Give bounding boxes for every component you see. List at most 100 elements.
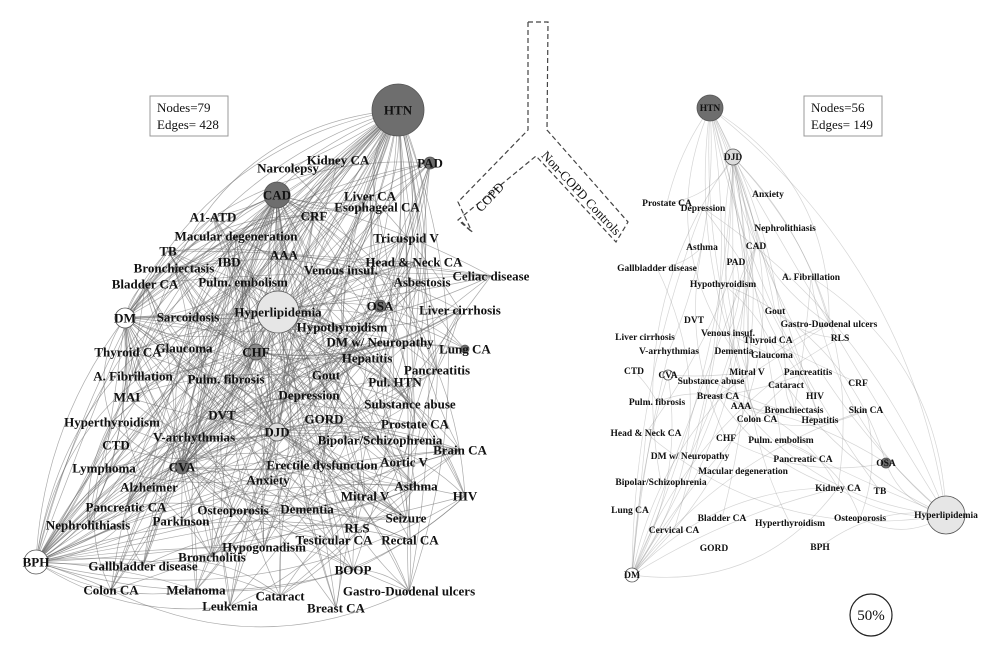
left_network-node-label: Pulm. embolism <box>198 275 288 290</box>
left_network-edge <box>87 396 128 526</box>
left_network-edge <box>306 357 368 510</box>
left_network-node-label: AAA <box>270 248 299 263</box>
left_network-edge <box>212 161 431 218</box>
right_network-edge <box>756 409 867 426</box>
left_network-edge <box>173 109 399 269</box>
left_network-node-label: Rectal CA <box>381 533 439 548</box>
left_network-node: Testicular CA <box>296 533 374 548</box>
right_network-edge <box>780 439 861 519</box>
right_network-edge <box>721 156 749 519</box>
right_network-node: DVT <box>684 316 705 326</box>
right_network-edge <box>631 374 673 576</box>
left_network-edge <box>228 258 342 271</box>
left_network-edge <box>144 283 234 511</box>
left_network-edge <box>220 351 257 511</box>
left_network-node: Prostate CA <box>381 417 450 432</box>
left_network-edge <box>167 250 207 468</box>
left_network-node-label: Osteoporosis <box>197 503 268 518</box>
right_network-node-label: CVA <box>658 371 677 381</box>
left_network-node-label: Kidney CA <box>307 153 370 168</box>
left_network-edge <box>212 216 381 441</box>
right_network-node-label: Bipolar/Schizophrenia <box>615 478 706 488</box>
left_network-edge <box>255 351 417 487</box>
left_network-edge <box>379 341 405 463</box>
left_network-node-label: Glaucoma <box>155 341 213 356</box>
left_network-node-label: DJD <box>264 425 289 440</box>
right_network-edge <box>631 156 734 576</box>
left_network-edge <box>403 309 461 463</box>
left_network-node: OSA <box>367 299 394 314</box>
left_network-node: Pulm. embolism <box>198 275 288 290</box>
left_network-node: Pancreatic CA <box>86 500 168 515</box>
left_network-edge <box>277 309 466 350</box>
right_network-edge <box>859 409 873 519</box>
right_network-node-label: DJD <box>724 153 743 163</box>
left_network-edge <box>124 275 492 332</box>
copd-node-count: Nodes=79 <box>157 100 211 115</box>
left_network-edge <box>283 254 461 311</box>
left_network-node: Hyperlipidemia <box>234 290 322 334</box>
left_network-node: TB <box>159 244 177 259</box>
left_network-node: Kidney CA <box>307 153 370 168</box>
left_network-node: Melanoma <box>166 583 226 598</box>
left_network-edge <box>277 311 417 487</box>
left_network-node-label: Depression <box>278 388 340 403</box>
left_network-edge <box>183 194 278 349</box>
left_network-node-circle <box>256 290 300 334</box>
left_network-edge <box>167 250 492 277</box>
right_network-edge <box>732 156 735 352</box>
control-network-edges <box>631 107 947 578</box>
left_network-edge <box>125 351 257 508</box>
left_network-node-label: Hyperthyroidism <box>64 415 160 430</box>
left_network-node: Colon CA <box>83 583 139 598</box>
right_network-node: BPH <box>810 543 830 553</box>
left_network-node: Osteoporosis <box>197 503 268 518</box>
left_network-node: HIV <box>453 489 478 504</box>
left_network-edge <box>212 216 230 263</box>
right_network-edge <box>717 395 742 407</box>
left_network-edge <box>255 351 416 425</box>
left_network-node-label: Narcolepsy <box>257 161 319 176</box>
right_network-node-label: Breast CA <box>697 392 739 402</box>
right_network-edge <box>727 332 773 356</box>
copd-stats-box: Nodes=79 Edges= 428 <box>149 95 229 137</box>
left_network-edge <box>87 369 438 526</box>
percentage-label: 50% <box>857 608 885 624</box>
left_network-node-label: A1-ATD <box>190 210 237 225</box>
left_network-edge <box>195 431 278 591</box>
left_network-edge <box>124 215 315 319</box>
right_network-node-circle <box>624 567 640 583</box>
right_network-edge <box>656 393 719 403</box>
left_network-edge <box>93 467 112 591</box>
left_network-node: DM w/ Neuropathy <box>326 335 434 350</box>
left_network-node: Tricuspid V <box>373 231 439 246</box>
left_network-node-circle <box>263 181 291 209</box>
right_network-edge <box>633 370 658 403</box>
right_network-edge <box>631 371 748 576</box>
left_network-node: Sarcoidosis <box>157 310 220 325</box>
left_network-node-label: Gout <box>312 368 341 383</box>
right_network-node-label: CAD <box>746 242 767 252</box>
right_network-edge <box>689 245 757 457</box>
left_network-edge <box>267 479 407 520</box>
left_network-edge <box>195 326 343 591</box>
right_network-node-label: Mitral V <box>729 368 765 378</box>
left_network-edge <box>181 403 411 468</box>
left_network-edge <box>379 439 417 487</box>
left_network-edge <box>397 109 438 371</box>
left_network-edge <box>187 316 278 433</box>
left_network-node: Alzheimer <box>120 480 178 495</box>
left_network-node-label: Aortic V <box>380 455 428 470</box>
left_network-edge <box>103 439 381 483</box>
left_network-edge <box>148 235 237 488</box>
left_network-node: CAD <box>263 181 291 209</box>
left_network-edge <box>352 569 410 592</box>
right_network-node-label: Hyperlipidemia <box>914 511 978 521</box>
left_network-edge <box>122 351 150 488</box>
right_network-edge <box>695 246 727 439</box>
right_network-node-label: HIV <box>806 392 824 402</box>
left_network-edge <box>181 109 399 468</box>
right_network-node-label: CRF <box>848 379 868 389</box>
